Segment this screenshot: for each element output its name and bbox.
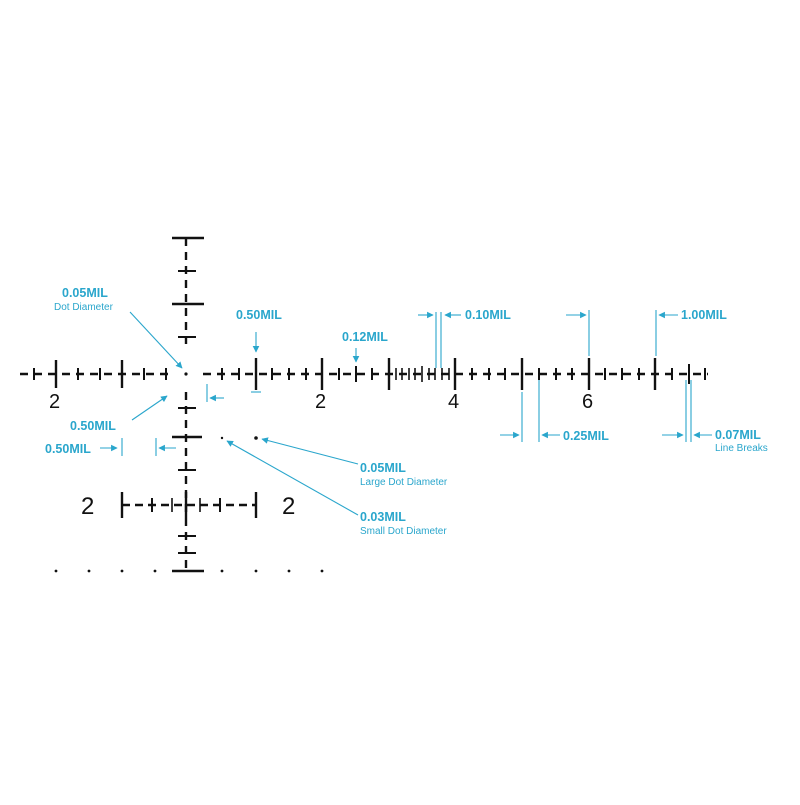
label-tick-025: 0.25MIL <box>563 429 609 443</box>
reticle-dots <box>54 372 324 573</box>
left-minor-ticks <box>33 368 167 380</box>
annotation-lines <box>100 310 712 516</box>
right-minor-ticks <box>221 364 706 384</box>
label-large-dot-value: 0.05MIL <box>360 461 406 475</box>
label-offset-050: 0.50MIL <box>45 442 91 456</box>
label-tick-100: 1.00MIL <box>681 308 727 322</box>
label-dot-diameter-value: 0.05MIL <box>62 286 108 300</box>
reticle-lines <box>20 236 708 573</box>
label-dot-diameter-caption: Dot Diameter <box>54 302 114 313</box>
center-dot <box>184 372 188 376</box>
number-right-6: 6 <box>582 391 593 413</box>
label-line-breaks-value: 0.07MIL <box>715 428 761 442</box>
number-right-2: 2 <box>315 391 326 413</box>
vertical-top-post <box>172 236 204 350</box>
label-tick-012: 0.12MIL <box>342 330 388 344</box>
number-tree-right-2: 2 <box>282 493 295 520</box>
label-small-dot-caption: Small Dot Diameter <box>360 526 447 537</box>
number-tree-left-2: 2 <box>81 493 94 520</box>
small-dot <box>220 436 224 440</box>
right-major-ticks <box>254 358 657 390</box>
label-gap-050: 0.50MIL <box>70 419 116 433</box>
number-right-4: 4 <box>448 391 459 413</box>
tree-crossbar <box>120 492 258 518</box>
label-large-dot-caption: Large Dot Diameter <box>360 477 448 488</box>
fine-ticks <box>395 366 450 382</box>
label-tick-010: 0.10MIL <box>465 308 511 322</box>
large-dot <box>254 436 258 440</box>
left-major-ticks <box>54 360 124 388</box>
label-line-breaks-caption: Line Breaks <box>715 443 768 454</box>
number-left-2: 2 <box>49 391 60 413</box>
label-tick-050-top: 0.50MIL <box>236 308 282 322</box>
vertical-lower-post <box>172 392 204 573</box>
label-small-dot-value: 0.03MIL <box>360 510 406 524</box>
